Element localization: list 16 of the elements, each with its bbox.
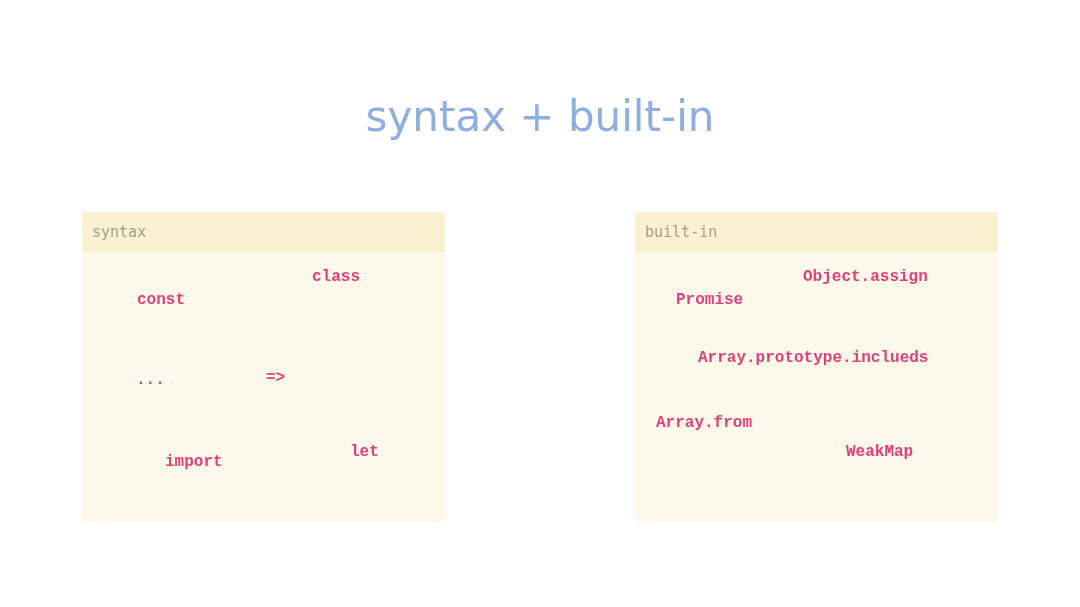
code-keyword: ... bbox=[136, 371, 165, 389]
code-keyword: Promise bbox=[676, 291, 744, 309]
panel bbox=[82, 212, 445, 522]
title: syntax + built-in bbox=[364, 92, 716, 141]
panel bbox=[635, 212, 998, 522]
code-keyword: Object.assign bbox=[803, 268, 928, 286]
panel-header: syntax bbox=[82, 212, 445, 252]
code-keyword: let bbox=[350, 443, 379, 461]
code-keyword: Array.from bbox=[656, 414, 752, 432]
code-keyword: Array.prototype.inclueds bbox=[698, 349, 929, 367]
code-keyword: class bbox=[312, 268, 360, 286]
code-keyword: const bbox=[137, 291, 185, 309]
code-keyword: import bbox=[165, 453, 223, 471]
code-keyword: => bbox=[266, 369, 286, 387]
code-keyword: WeakMap bbox=[846, 443, 914, 461]
panel-header: built-in bbox=[635, 212, 998, 252]
